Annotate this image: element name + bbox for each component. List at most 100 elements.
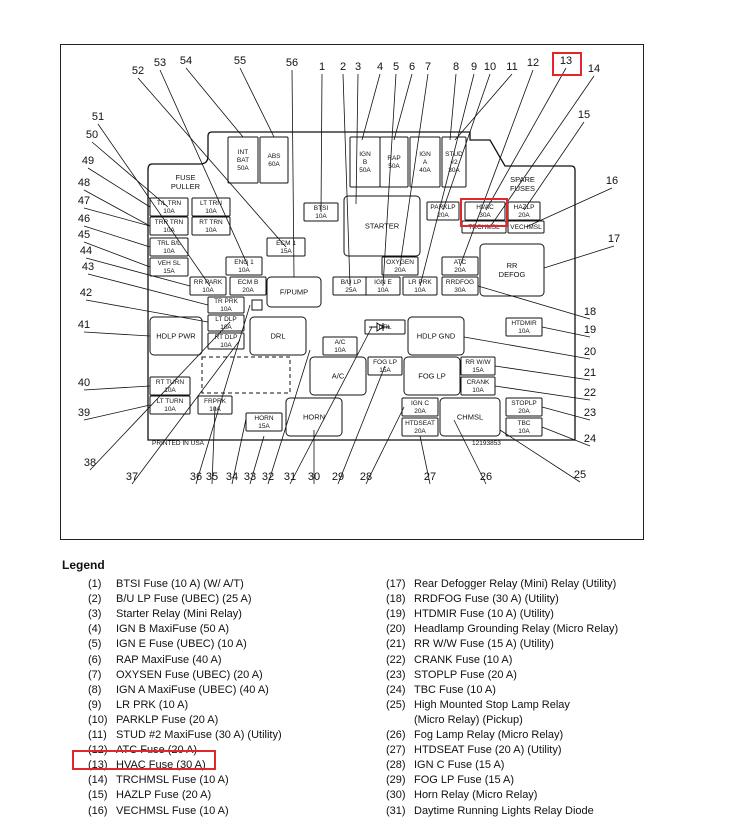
crank-label: 10A [472,387,484,394]
htdmir-label: 10A [518,328,530,335]
rr-ww-label: 15A [472,367,484,374]
callout-leader [231,418,247,485]
callout-label: 8 [453,61,459,73]
rt-turn-label: 10A [164,387,176,394]
tr-trn-label: TRR TRN [155,219,184,226]
btsi-label: 10A [315,213,327,220]
stoplp-label: STOPLP [511,400,537,407]
callout-label: 42 [80,287,92,299]
callout-label: 51 [92,111,104,123]
callout-leader [83,207,151,227]
ac-relay-label: A/C [332,372,345,381]
callout-label: 56 [286,57,298,69]
eng1-label: ENG 1 [234,259,254,266]
tbc-label: 10A [518,428,530,435]
rr-defog-label: RR [507,261,518,270]
horn-fuse-label: 15A [258,423,270,430]
hazlp-label: 20A [518,212,530,219]
callout-leader [393,73,413,141]
stud2-label: #2 [450,159,458,166]
ign-a-label: IGN [419,151,431,158]
trl-bl-label: 10A [163,248,175,255]
ecm1-label: ECM 1 [276,240,296,247]
ign-b-label: IGN [359,151,371,158]
ign-e-label: 10A [377,287,389,294]
callout-leader [463,336,591,360]
callout-leader [485,67,567,211]
crank-label: CRANK [467,379,490,386]
callout-label: 33 [244,471,256,483]
lt-dlp-box [207,314,245,332]
callout-label: 39 [78,407,90,419]
drl-relay-box [249,316,307,356]
ign-a-box [409,136,441,188]
rr-ww-label: RR W/W [465,359,491,366]
stud2-label: 30A [448,167,460,174]
frprk-label: FRPRK [204,398,227,405]
rrdfog-label: 30A [454,287,466,294]
fuse-puller-label: FUSE [175,173,195,182]
callout-label: 7 [425,61,431,73]
callout-label: 46 [78,213,90,225]
callout-label: 29 [332,471,344,483]
callout-label: 36 [190,471,202,483]
rt-trn-label: 10A [205,227,217,234]
spare-fuses-label: FUSES [510,184,535,193]
tr-trn-label: 10A [163,227,175,234]
callout-leader [85,299,209,323]
callout-label: 54 [180,55,192,67]
diode-symbol [369,322,390,332]
rt-trn-l-label: 10A [163,208,175,215]
horn-fuse-label: HORN [254,415,273,422]
starter-label: STARTER [365,222,400,231]
callout-leader [83,404,151,421]
trchmsl-label: TRCHMSL [468,224,500,231]
hvac-label: 30A [479,212,491,219]
callout-leader [382,73,397,287]
callout-label: 16 [606,175,618,187]
callout-leader [97,123,211,287]
vechmsl-label: VECHMSL [510,224,542,231]
horn-fuse-box [245,412,283,432]
callout-label: 12 [527,57,539,69]
callout-label: 40 [78,377,90,389]
highlight-callout-13 [552,52,582,76]
callout-leader [365,406,405,485]
callout-leader [337,365,386,485]
ac-fuse-label: A/C [335,339,346,346]
ign-a-label: 40A [419,167,431,174]
callout-leader [525,187,613,228]
callout-label: 45 [78,229,90,241]
fuse-puller-label: PULLER [171,182,201,191]
htdseat-label: HTDSEAT [405,420,435,427]
callout-label: 34 [226,471,238,483]
callout-label: 32 [262,471,274,483]
callout-leader [419,73,475,287]
ac-fuse-box [322,336,358,356]
rap-label: RAP [387,155,400,162]
fog-lp-box [403,356,461,396]
foglp-fuse-label: FOG LP [373,359,397,366]
lt-dlp-label: 10A [220,324,232,331]
parklp-label: PARKLP [430,204,455,211]
callout-label: 44 [80,245,92,257]
drl-diode-label: DRL [378,324,391,331]
chmsl-box [439,397,501,437]
callout-leader [453,419,487,485]
printed-in-usa: PRINTED IN USA [152,440,205,447]
callout-leader [523,121,585,211]
tr-prk-label: 10A [220,306,232,313]
callout-label: 1 [319,61,325,73]
callout-leader [494,365,591,381]
fuse-block-diagram-frame [60,44,644,540]
callout-leader [342,73,351,287]
hazlp-label: HAZLP [514,204,535,211]
int-bat-label: BAT [237,157,249,164]
drl-relay-label: DRL [270,332,285,341]
callout-label: 35 [206,471,218,483]
abs-label: ABS [267,153,281,160]
callout-label: 41 [78,319,90,331]
callout-leader [91,141,169,208]
lr-prk-label: 10A [414,287,426,294]
callout-label: 3 [355,61,361,73]
